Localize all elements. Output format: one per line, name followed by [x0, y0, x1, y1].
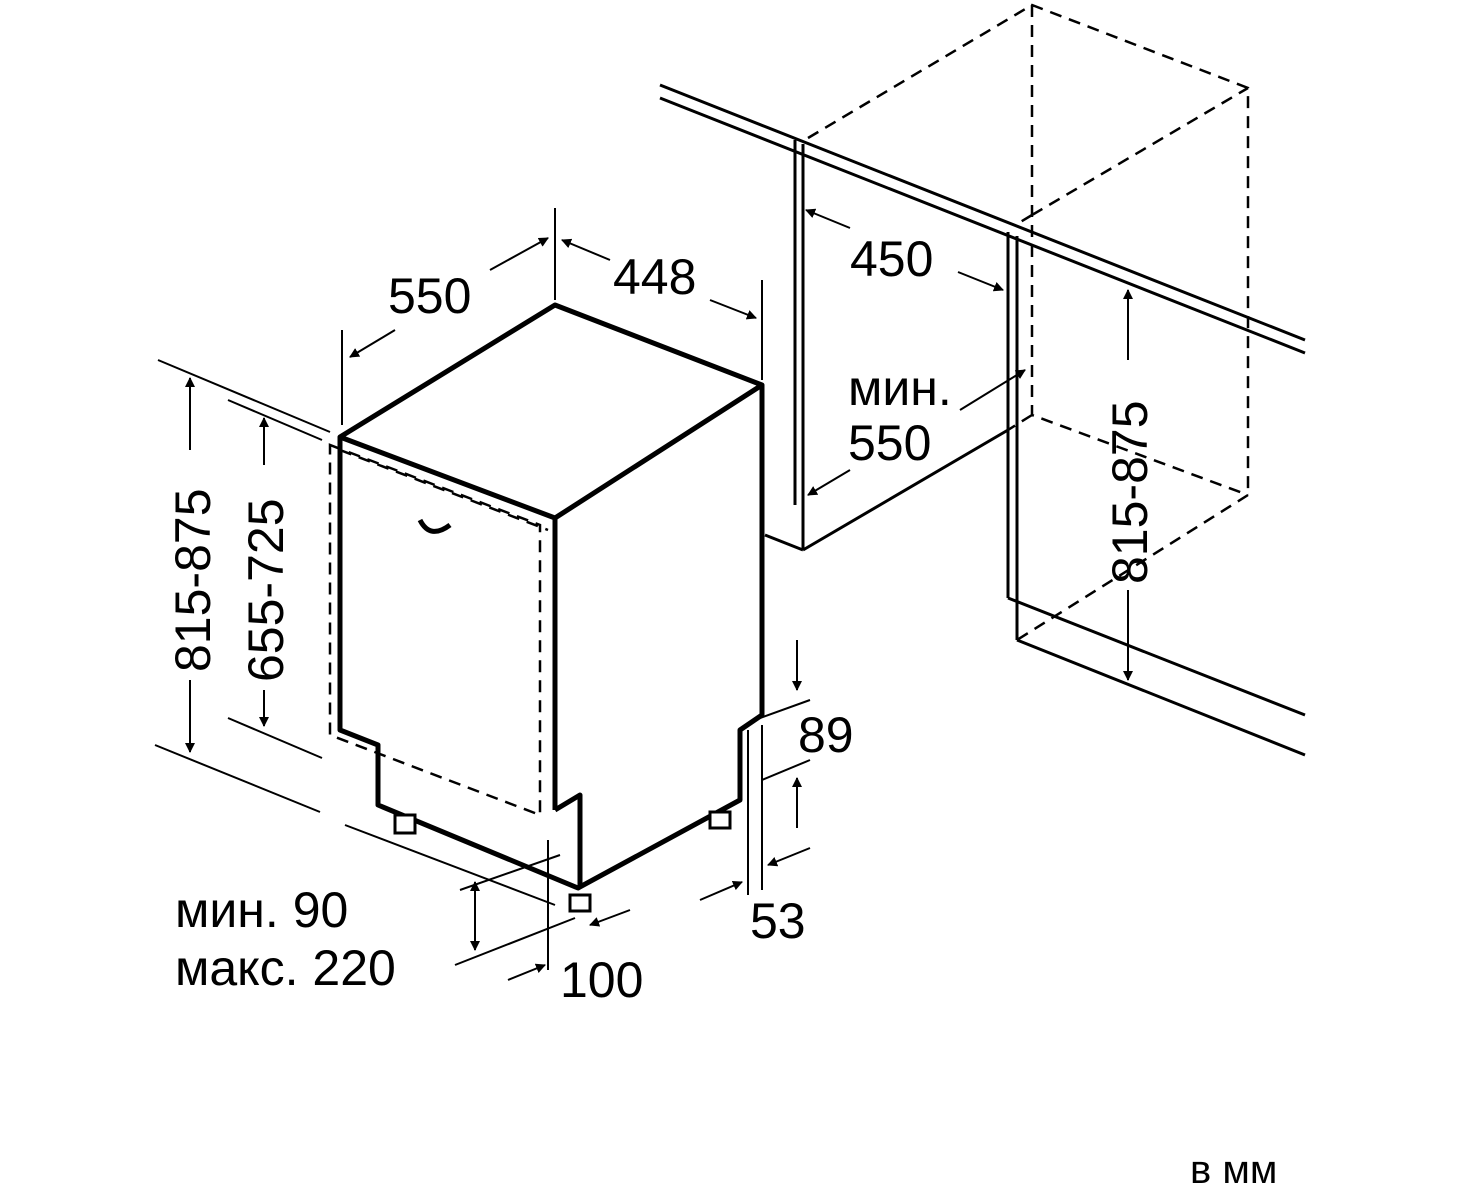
unit-label: в мм [1190, 1148, 1277, 1192]
dimension-lines [154, 208, 1133, 981]
foot-icon [568, 893, 592, 913]
dim-plinth-max: макс. 220 [175, 940, 396, 996]
dim-width-appliance: 448 [613, 249, 696, 305]
dim-height-total: 815-875 [165, 489, 221, 673]
dishwasher-outline [328, 302, 765, 913]
dim-height-door: 655-725 [238, 499, 294, 683]
door-handle-icon [417, 518, 452, 534]
dim-depth-appliance: 550 [388, 268, 471, 324]
dim-foot-offset: 100 [560, 952, 643, 1008]
foot-icon [708, 810, 732, 830]
dim-niche-height: 815-875 [1102, 401, 1158, 585]
dim-plinth-min: мин. 90 [175, 882, 348, 938]
dim-plinth-recess: 53 [750, 893, 806, 949]
dim-plinth-height: 89 [798, 707, 854, 763]
dim-niche-depth: 550 [848, 415, 931, 471]
dim-niche-width: 450 [850, 231, 933, 287]
kitchen-niche [659, 3, 1306, 757]
dim-niche-depth-prefix: мин. [848, 360, 952, 416]
foot-icon [393, 813, 417, 835]
